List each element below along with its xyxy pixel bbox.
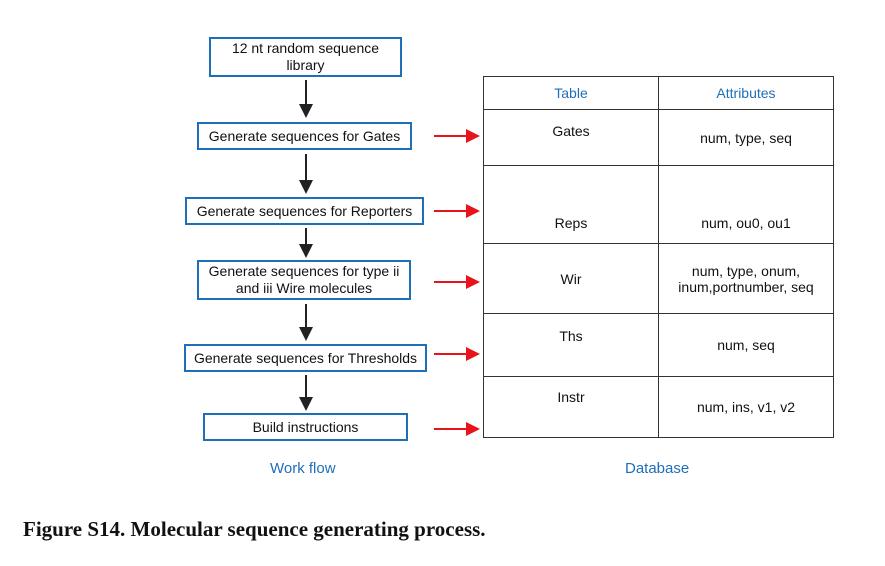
table-row: Ths num, seq [483,313,834,377]
row-reps-attributes: num, ou0, ou1 [658,165,834,244]
row-wir-table: Wir [483,243,659,314]
header-table: Table [483,76,659,110]
workflow-step-instructions-label: Build instructions [252,418,359,435]
table-row: Reps num, ou0, ou1 [483,165,834,244]
table-row: Instr num, ins, v1, v2 [483,376,834,438]
workflow-step-reporters: Generate sequences for Reporters [185,197,424,225]
workflow-step-instructions: Build instructions [203,413,408,441]
database-label: Database [625,460,690,477]
link-arrow-wires [434,275,480,289]
workflow-step-reporters-label: Generate sequences for Reporters [196,202,413,219]
workflow-step-wires-label: Generate sequences for type ii and iii W… [208,263,400,296]
row-ths-attributes: num, seq [658,313,834,377]
workflow-label: Work flow [270,460,336,477]
table-row: Gates num, type, seq [483,109,834,166]
workflow-step-library: 12 nt random sequence library [209,37,402,77]
header-attributes: Attributes [658,76,834,110]
row-instr-table: Instr [483,376,659,438]
flow-arrow-4 [299,304,313,341]
link-arrow-instructions [434,422,480,436]
workflow-step-library-label: 12 nt random sequence library [231,40,380,73]
flow-arrow-3 [299,228,313,258]
row-reps-table: Reps [483,165,659,244]
workflow-step-gates-label: Generate sequences for Gates [208,127,401,144]
database-table: Table Attributes Gates num, type, seq Re… [483,76,834,438]
workflow-step-gates: Generate sequences for Gates [197,122,412,150]
row-instr-attributes: num, ins, v1, v2 [658,376,834,438]
flow-arrow-1 [299,80,313,118]
flow-arrow-2 [299,154,313,194]
table-row: Wir num, type, onum, inum,portnumber, se… [483,243,834,314]
flow-arrow-5 [299,375,313,411]
workflow-step-thresholds-label: Generate sequences for Thresholds [193,349,418,366]
row-gates-table: Gates [483,109,659,166]
database-header-row: Table Attributes [483,76,834,110]
link-arrow-thresholds [434,347,480,361]
figure-caption: Figure S14. Molecular sequence generatin… [23,517,486,541]
row-ths-table: Ths [483,313,659,377]
link-arrow-reporters [434,204,480,218]
row-gates-attributes: num, type, seq [658,109,834,166]
workflow-step-thresholds: Generate sequences for Thresholds [184,344,427,372]
workflow-step-wires: Generate sequences for type ii and iii W… [197,260,411,300]
row-wir-attributes: num, type, onum, inum,portnumber, seq [658,243,834,314]
link-arrow-gates [434,129,480,143]
